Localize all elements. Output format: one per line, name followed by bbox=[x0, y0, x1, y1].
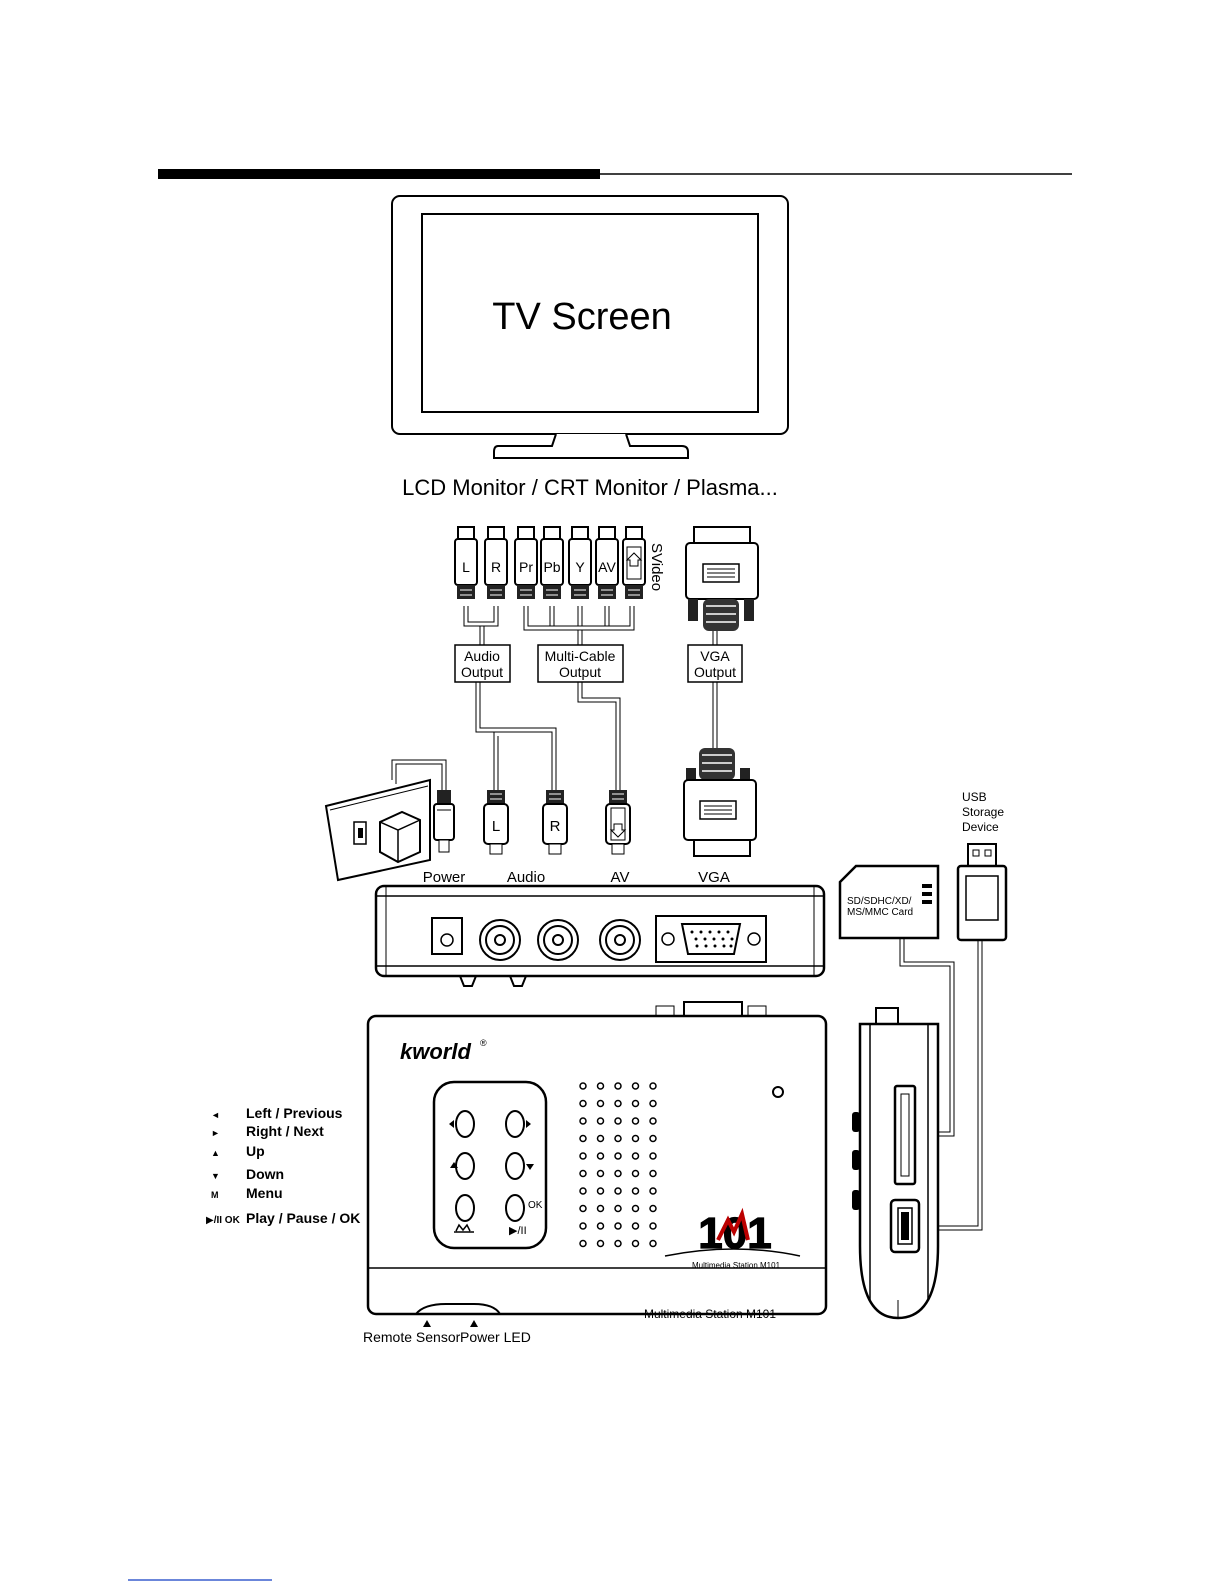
front-indicators: Remote Sensor Power LED bbox=[363, 1320, 531, 1345]
output-plug-label: Pr bbox=[519, 559, 533, 575]
multi-cable-output-box: Multi-Cable Output bbox=[537, 644, 624, 683]
power-outlet bbox=[324, 759, 447, 882]
output-plug-label: AV bbox=[598, 559, 616, 575]
vga-output-box: VGA Output bbox=[687, 644, 743, 683]
svideo-plug bbox=[622, 526, 646, 599]
legend-label: Right / Next bbox=[246, 1123, 324, 1139]
brand-logo: kworld bbox=[400, 1039, 471, 1064]
key-up bbox=[455, 1152, 475, 1180]
monitor-caption: LCD Monitor / CRT Monitor / Plasma... bbox=[402, 475, 778, 500]
output-plug-pr: Pr bbox=[514, 526, 538, 599]
legend-item: ▲ Up bbox=[211, 1143, 265, 1159]
header-rule bbox=[158, 169, 1072, 179]
output-plug-pb: Pb bbox=[540, 526, 564, 599]
output-plug-label: L bbox=[462, 559, 470, 575]
tv-monitor: TV Screen bbox=[391, 195, 789, 459]
usb-storage-device: USB Storage Device bbox=[956, 790, 1008, 942]
output-plug-label: Y bbox=[575, 559, 585, 575]
output-plug-label: Pb bbox=[543, 559, 560, 575]
port-label-audio: Audio bbox=[507, 869, 545, 886]
memory-card: SD/SDHC/XD/ MS/MMC Card bbox=[838, 864, 940, 940]
svg-text:Output: Output bbox=[559, 664, 601, 680]
legend-icon: ▲ bbox=[211, 1148, 220, 1158]
legend-item: M Menu bbox=[211, 1185, 283, 1201]
rca-jack-audio-left bbox=[479, 919, 521, 961]
svg-text:Multimedia Station M101: Multimedia Station M101 bbox=[692, 1261, 781, 1270]
speaker-grille bbox=[579, 1082, 657, 1248]
port-label-power: Power bbox=[423, 869, 466, 886]
legend-icon: M bbox=[211, 1190, 219, 1200]
play-pause-icon: ▶/II bbox=[509, 1225, 527, 1237]
svg-text:®: ® bbox=[480, 1038, 487, 1048]
svg-text:L: L bbox=[492, 818, 500, 835]
legend-icon: ▼ bbox=[211, 1171, 220, 1181]
svg-text:SD/SDHC/XD/: SD/SDHC/XD/ bbox=[847, 896, 912, 907]
remote-sensor-label: Remote Sensor bbox=[363, 1329, 461, 1345]
legend-label: Menu bbox=[246, 1185, 283, 1201]
legend-item: ▼ Down bbox=[211, 1166, 284, 1182]
port-labels: Power Audio AV VGA bbox=[423, 869, 730, 886]
svg-text:R: R bbox=[550, 818, 561, 835]
output-plug-y: Y bbox=[568, 526, 592, 599]
cable-wires bbox=[463, 606, 718, 790]
legend-item: ► Right / Next bbox=[211, 1123, 324, 1139]
legend-icon: ◄ bbox=[211, 1110, 220, 1120]
av-plug bbox=[605, 790, 631, 855]
rca-jack-av bbox=[599, 919, 641, 961]
legend-label: Down bbox=[246, 1166, 284, 1182]
legend-label: Left / Previous bbox=[246, 1105, 343, 1121]
audio-plug-left: L bbox=[483, 790, 509, 855]
legend-icon: ▶/II OK bbox=[206, 1215, 241, 1226]
legend-item: ◄ Left / Previous bbox=[211, 1105, 343, 1121]
vga-plug-bottom bbox=[683, 748, 757, 857]
svg-text:Device: Device bbox=[962, 820, 999, 834]
svg-text:VGA: VGA bbox=[700, 648, 730, 664]
device-top-view: kworld ® OK ▶/II 101 Multimedia Stati bbox=[366, 1001, 828, 1321]
legend-icon: ► bbox=[211, 1128, 220, 1138]
audio-plug-right: R bbox=[542, 790, 568, 855]
front-edge-text: Multimedia Station M101 bbox=[644, 1307, 776, 1321]
power-led-label: Power LED bbox=[460, 1329, 531, 1345]
key-play-ok bbox=[505, 1194, 525, 1222]
audio-output-box: Audio Output bbox=[454, 644, 511, 683]
key-left bbox=[455, 1110, 475, 1138]
legend-label: Play / Pause / OK bbox=[246, 1210, 360, 1226]
output-plug-label: R bbox=[491, 559, 501, 575]
legend-label: Up bbox=[246, 1143, 265, 1159]
device-rear-panel bbox=[374, 884, 826, 987]
svg-text:Output: Output bbox=[694, 664, 736, 680]
svg-text:OK: OK bbox=[528, 1200, 543, 1211]
port-label-vga: VGA bbox=[698, 869, 730, 886]
key-down bbox=[505, 1152, 525, 1180]
output-plugs: L R Pr Pb Y AV bbox=[454, 526, 646, 599]
svg-text:USB: USB bbox=[962, 790, 987, 804]
output-plug-r: R bbox=[484, 526, 508, 599]
key-menu bbox=[455, 1194, 475, 1222]
rca-jack-audio-right bbox=[537, 919, 579, 961]
output-plug-av: AV bbox=[595, 526, 619, 599]
legend-item: ▶/II OK Play / Pause / OK bbox=[206, 1210, 360, 1226]
svg-text:Audio: Audio bbox=[464, 648, 500, 664]
svg-text:Storage: Storage bbox=[962, 805, 1004, 819]
menu-icon bbox=[454, 1223, 474, 1233]
left-arrow-icon bbox=[449, 1120, 454, 1128]
up-arrow-icon bbox=[450, 1162, 458, 1168]
svg-text:MS/MMC Card: MS/MMC Card bbox=[847, 907, 913, 918]
model-badge: 101 Multimedia Station M101 bbox=[664, 1207, 801, 1270]
svideo-label: SVideo bbox=[648, 543, 665, 591]
down-arrow-icon bbox=[526, 1164, 534, 1170]
svg-text:Output: Output bbox=[461, 664, 503, 680]
right-arrow-icon bbox=[526, 1120, 531, 1128]
tv-screen-label: TV Screen bbox=[492, 296, 672, 338]
vga-plug-top bbox=[685, 526, 759, 631]
key-right bbox=[505, 1110, 525, 1138]
keypad bbox=[455, 1110, 525, 1222]
device-side-view bbox=[852, 1007, 940, 1320]
power-plug bbox=[433, 790, 455, 853]
svg-text:Multi-Cable: Multi-Cable bbox=[545, 648, 616, 664]
output-plug-l: L bbox=[454, 526, 478, 599]
port-label-av: AV bbox=[611, 869, 630, 886]
